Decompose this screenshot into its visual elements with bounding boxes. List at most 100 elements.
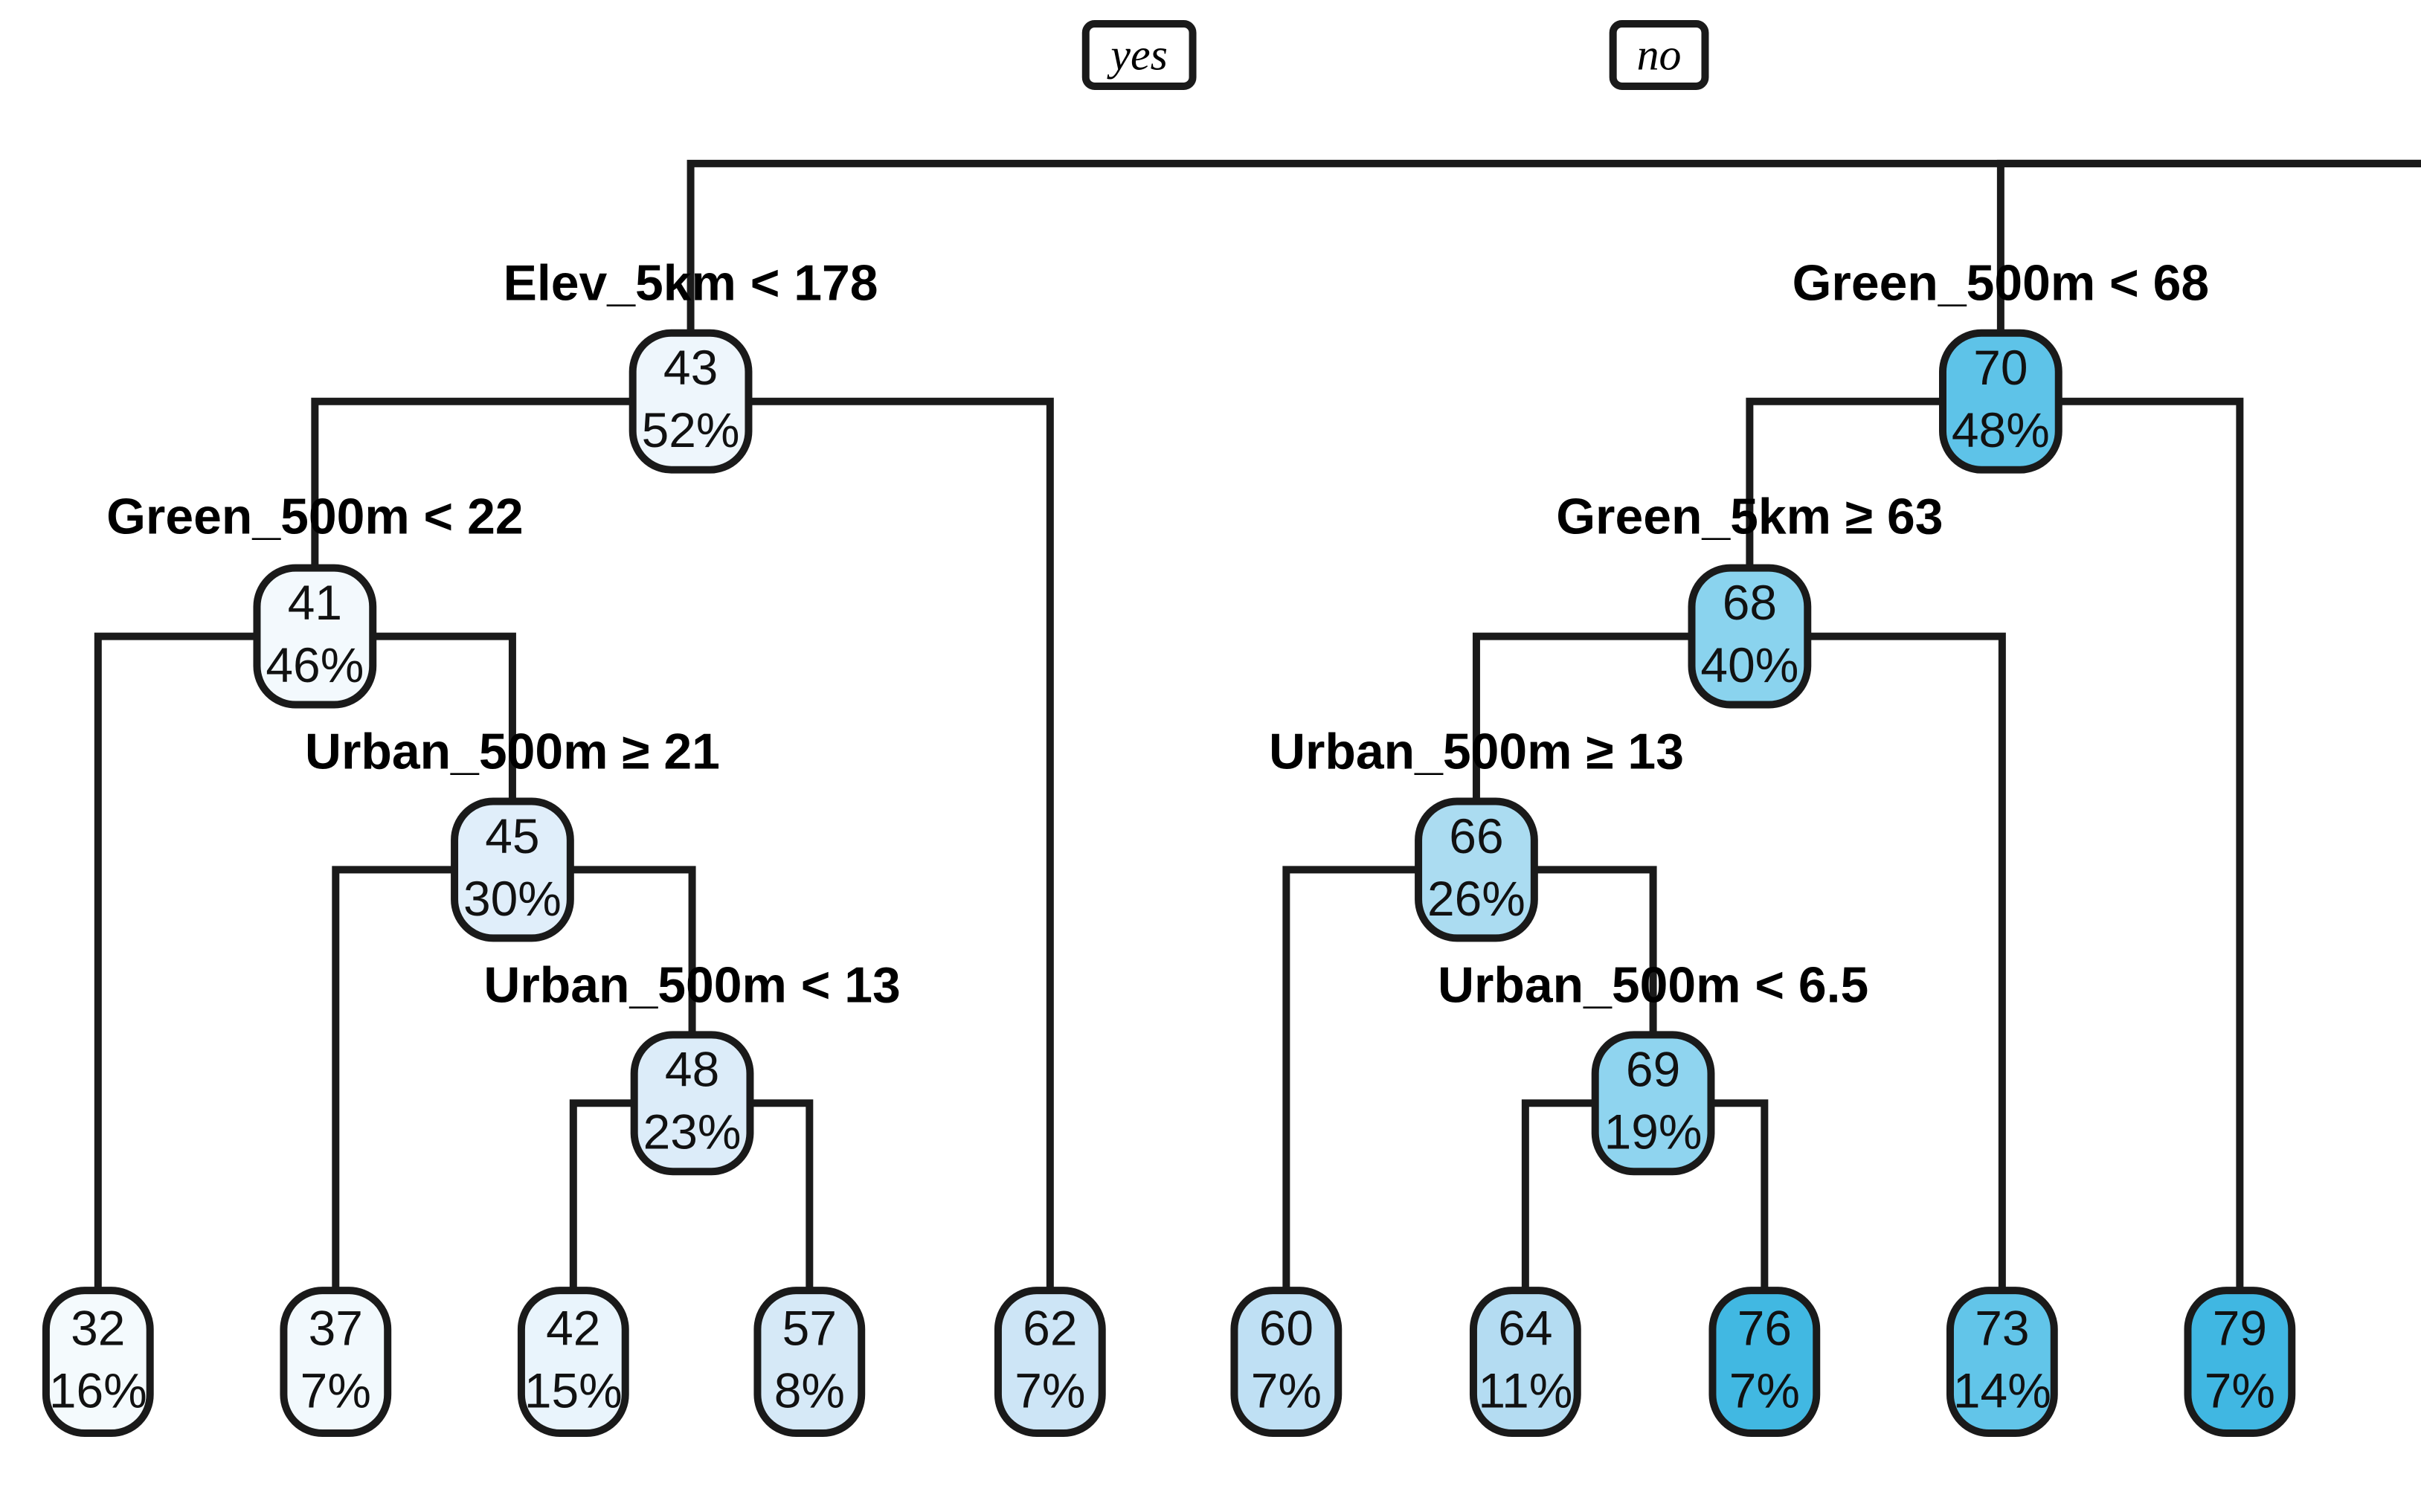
node-percent: 23% (643, 1104, 742, 1159)
node-shape (1938, 329, 2062, 474)
split-label: Urban_500m ≥ 13 (1269, 724, 1684, 779)
tree-leaf-node[interactable]: 797% (2184, 1287, 2296, 1438)
node-shape (994, 1287, 1106, 1438)
node-value: 41 (288, 575, 342, 630)
node-shape (42, 1287, 154, 1438)
node-value: 70 (1973, 340, 2028, 395)
node-shape (628, 329, 753, 474)
tree-leaf-node[interactable]: 578% (753, 1287, 866, 1438)
tree-leaf-node[interactable]: 767% (1708, 1287, 1821, 1438)
node-percent: 30% (463, 871, 562, 926)
tree-edge (94, 632, 257, 1291)
node-value: 66 (1449, 808, 1503, 863)
tree-edge (748, 397, 1054, 1291)
node-percent: 7% (1015, 1363, 1085, 1418)
node-percent: 46% (266, 637, 364, 692)
yes-box (1081, 19, 1197, 90)
node-value: 42 (546, 1301, 600, 1356)
node-value: 48 (665, 1042, 719, 1097)
node-shape (253, 564, 377, 709)
node-value: 45 (485, 808, 539, 863)
split-label: Green_500m < 22 (106, 489, 523, 545)
tree-edge (1807, 632, 2006, 1291)
node-shape (280, 1287, 392, 1438)
node-percent: 8% (774, 1363, 845, 1418)
tree-edge (750, 1099, 814, 1291)
split-labels-layer: Slope_500m < 7.6Elev_5km < 178Green_500m… (106, 256, 2209, 1014)
split-label: Urban_500m < 6.5 (1438, 957, 1868, 1013)
split-label: Urban_500m < 13 (483, 957, 900, 1013)
tree-leaf-node[interactable]: 627% (994, 1287, 1106, 1438)
node-shape (1708, 1287, 1821, 1438)
node-value: 79 (2213, 1301, 2267, 1356)
tree-edge (1746, 397, 1943, 568)
tree-edge (569, 1099, 634, 1291)
tree-edge (1711, 1099, 1769, 1291)
node-shape (1591, 1031, 1715, 1176)
node-shape (753, 1287, 866, 1438)
tree-leaf-node[interactable]: 607% (1230, 1287, 1343, 1438)
node-value: 62 (1023, 1301, 1077, 1356)
node-percent: 14% (1953, 1363, 2051, 1418)
tree-edge (332, 866, 455, 1291)
node-shape (1469, 1287, 1581, 1438)
split-label: Green_5km ≥ 63 (1556, 489, 1943, 545)
split-label: Urban_500m ≥ 21 (305, 724, 720, 779)
tree-leaf-node[interactable]: 377% (280, 1287, 392, 1438)
node-percent: 48% (1952, 402, 2050, 457)
node-value: 69 (1626, 1042, 1680, 1097)
node-value: 76 (1737, 1301, 1792, 1356)
tree-edge (1282, 866, 1419, 1291)
tree-edge (311, 397, 633, 568)
node-value: 43 (663, 340, 718, 395)
node-percent: 19% (1604, 1104, 1703, 1159)
no-label: no (1637, 30, 1682, 80)
node-percent: 40% (1700, 637, 1798, 692)
tree-edge (570, 866, 696, 1035)
edges-layer (94, 159, 2421, 1291)
nodes-layer: 56100%4352%7048%4146%6840%4530%6626%4823… (42, 329, 2296, 1438)
node-shape (517, 1287, 629, 1438)
node-percent: 16% (49, 1363, 147, 1418)
tree-edge (2058, 397, 2244, 1291)
node-value: 57 (782, 1301, 837, 1356)
yes-no-layer: yes no (1081, 19, 1709, 90)
split-label: Green_500m < 68 (1793, 256, 2209, 312)
node-value: 37 (309, 1301, 363, 1356)
tree-edge (1534, 866, 1657, 1035)
yes-label: yes (1107, 30, 1167, 80)
node-value: 32 (71, 1301, 125, 1356)
node-percent: 7% (2205, 1363, 2275, 1418)
node-percent: 15% (524, 1363, 623, 1418)
node-percent: 11% (1478, 1363, 1572, 1418)
node-value: 68 (1723, 575, 1777, 630)
node-shape (1946, 1287, 2058, 1438)
tree-edge (373, 632, 516, 802)
tree-edge (1521, 1099, 1595, 1291)
node-value: 73 (1975, 1301, 2029, 1356)
node-shape (1230, 1287, 1343, 1438)
tree-edge (1472, 632, 1692, 802)
node-value: 64 (1498, 1301, 1552, 1356)
node-shape (630, 1031, 754, 1176)
node-percent: 26% (1427, 871, 1525, 926)
node-percent: 7% (1729, 1363, 1800, 1418)
node-shape (1415, 797, 1538, 942)
split-label: Elev_5km < 178 (504, 256, 878, 312)
node-shape (2184, 1287, 2296, 1438)
node-percent: 7% (300, 1363, 371, 1418)
